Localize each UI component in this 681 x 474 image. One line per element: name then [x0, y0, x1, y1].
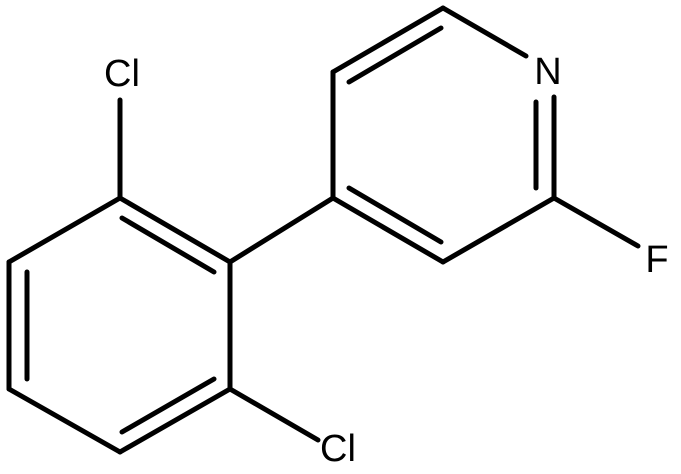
bond-c2p-f	[551, 195, 641, 249]
fluoropyridine-ring	[330, 5, 557, 265]
bond-c6p-c5p-inner	[346, 25, 444, 85]
bond-c5-c6	[117, 386, 233, 455]
bond-c4p-c3p	[330, 195, 446, 265]
bond-biaryl	[227, 195, 336, 265]
atom-f: F	[645, 239, 668, 281]
bond-c1-c2-inner	[119, 215, 217, 275]
bond-c3p-c2p	[440, 195, 557, 265]
bond-c2-c3	[6, 195, 123, 265]
atom-cl-top: Cl	[104, 53, 140, 95]
atom-n: N	[534, 51, 561, 93]
bond-c4-c5	[6, 386, 123, 455]
atom-cl-bottom: Cl	[320, 428, 356, 470]
bond-c4p-c3p-inner	[346, 185, 444, 245]
bond-c1-c2	[117, 195, 233, 265]
dichlorophenyl-ring	[6, 195, 233, 455]
bond-c6p-c5p	[330, 5, 446, 75]
bond-c6-cl-bottom	[227, 386, 321, 443]
bond-c5-c6-inner	[119, 376, 217, 435]
bond-n-c6p	[440, 5, 529, 59]
